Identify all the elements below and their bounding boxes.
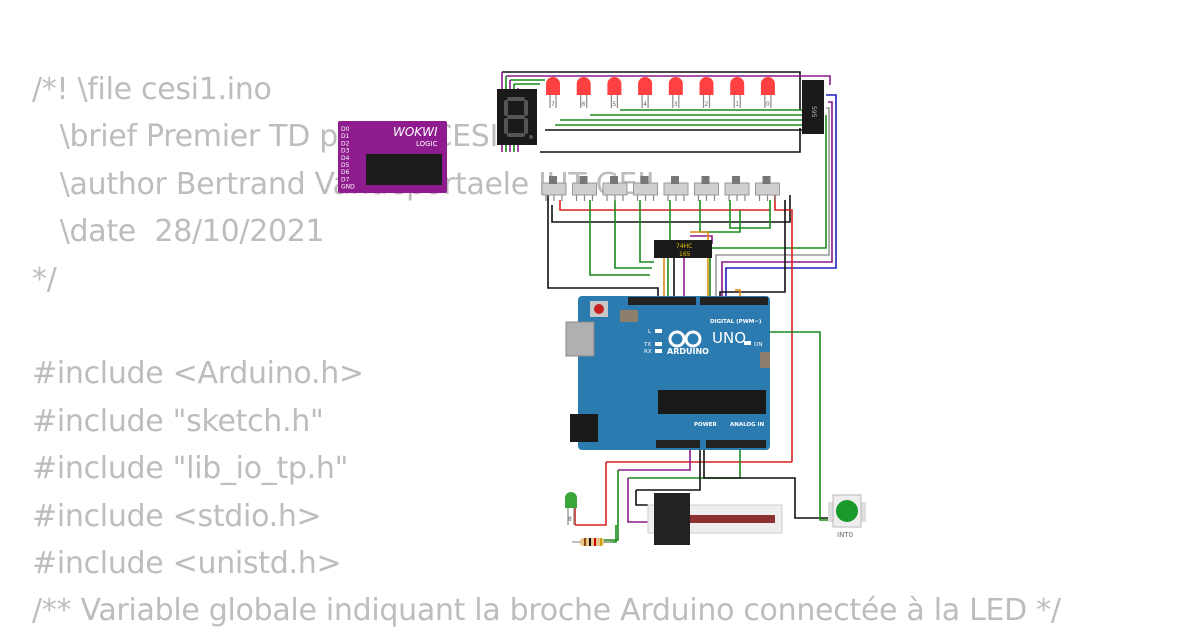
logic-analyzer-brand: WOKWI: [393, 125, 438, 139]
red-led: 1: [730, 77, 745, 108]
analog-label: ANALOG IN: [730, 422, 765, 428]
red-led-label: 7: [551, 101, 555, 108]
red-led-label: 4: [643, 101, 647, 108]
arduino-logo: ARDUINO: [667, 347, 709, 356]
shift-register-165: 74HC 165: [654, 240, 712, 258]
tx-label: TX: [643, 342, 651, 348]
red-led-label: 1: [735, 101, 739, 108]
seven-segment-display: [497, 89, 537, 145]
arduino-model: UNO: [712, 329, 746, 347]
rx-label: RX: [644, 349, 652, 355]
logic-pin-label: D2: [341, 140, 350, 147]
logic-pin-label: D5: [341, 162, 350, 169]
slide-switch[interactable]: [541, 176, 567, 201]
code-line: */: [32, 261, 57, 297]
red-led-label: 0: [766, 101, 770, 108]
code-line: #include "lib_io_tp.h": [32, 451, 349, 487]
l-label: L: [648, 329, 652, 335]
chip-165-label-top: 74HC: [676, 243, 692, 250]
power-label: POWER: [694, 422, 718, 428]
red-led: 4: [638, 77, 653, 108]
red-led: 6: [576, 77, 591, 108]
shift-register-label: 595: [810, 106, 817, 118]
green-led: 8: [565, 492, 577, 525]
logic-pin-label: D4: [341, 155, 350, 162]
code-line: #include "sketch.h": [32, 403, 324, 439]
red-led-label: 2: [705, 101, 709, 108]
red-led-label: 6: [582, 101, 586, 108]
slide-switch[interactable]: [602, 176, 628, 201]
switch-bank[interactable]: [541, 176, 780, 201]
code-line: #include <stdio.h>: [32, 498, 322, 534]
logic-analyzer-sub: LOGIC: [416, 140, 438, 148]
code-line: #include <Arduino.h>: [32, 356, 364, 392]
chip-165-label-bottom: 165: [679, 251, 691, 258]
logic-pin-label: D6: [341, 169, 350, 176]
slide-switch[interactable]: [694, 176, 719, 201]
code-line: /** Variable globale indiquant la broche…: [32, 593, 1061, 629]
green-led-label: 8: [568, 516, 572, 523]
slide-switch[interactable]: [633, 176, 658, 201]
logic-pin-label: D7: [341, 176, 350, 183]
code-line: /*! \file cesi1.ino: [32, 72, 272, 107]
slide-potentiometer[interactable]: [647, 493, 783, 545]
red-led: 7: [546, 77, 560, 108]
logic-pin-label: D1: [341, 133, 350, 140]
red-led: 0: [760, 77, 775, 108]
resistor: [572, 538, 612, 546]
digital-label: DIGITAL (PWM~): [710, 319, 762, 325]
code-line: \date 28/10/2021: [32, 214, 325, 250]
arduino-uno-board[interactable]: ARDUINO UNO DIGITAL (PWM~) POWER ANALOG …: [565, 296, 770, 450]
slide-switch[interactable]: [663, 176, 689, 201]
slide-switch[interactable]: [724, 176, 750, 201]
logic-pin-label: D0: [341, 126, 350, 133]
red-led-label: 5: [612, 101, 616, 108]
button-label: INT0: [837, 531, 853, 539]
slide-switch[interactable]: [755, 176, 780, 201]
red-led: 5: [607, 77, 622, 108]
on-label: ON: [754, 342, 762, 348]
red-led-label: 3: [674, 101, 678, 108]
red-led: 2: [699, 77, 714, 108]
code-line: #include <unistd.h>: [32, 545, 342, 581]
int0-push-button[interactable]: INT0: [828, 494, 866, 539]
slide-switch[interactable]: [572, 176, 597, 201]
logic-pin-label: D3: [341, 148, 350, 155]
red-led: 3: [668, 77, 683, 108]
logic-pin-label: GND: [341, 184, 355, 191]
led-bank: 7 6 5 4 3 2 1 0: [546, 77, 775, 108]
shift-register-595: 595: [802, 80, 824, 134]
